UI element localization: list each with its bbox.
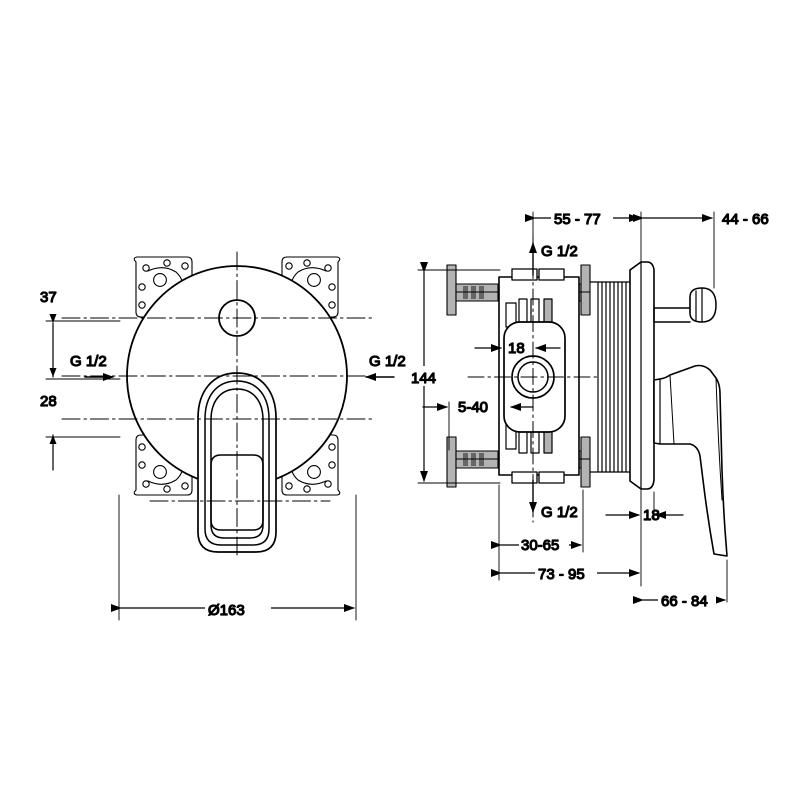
threaded-sleeve (589, 281, 631, 473)
side-view (446, 235, 728, 557)
side-inlet-bottom-label: G 1/2 (541, 504, 578, 521)
front-view (61, 251, 373, 559)
side-inlet-top-label: G 1/2 (541, 243, 578, 260)
dim-66-84-label: 66 - 84 (661, 593, 708, 610)
dim-30-65-label: 30-65 (521, 537, 559, 554)
dim-144-label: 144 (411, 370, 436, 387)
diverter-knob-side (653, 287, 717, 323)
front-view-dimensions: 37 28 G 1/2 G 1/2 Ø163 (39, 288, 406, 621)
lever-handle-side (653, 364, 728, 557)
side-view-centrelines (467, 235, 601, 523)
dim-28-label: 28 (40, 393, 57, 410)
dim-55-77-label: 55 - 77 (554, 211, 601, 228)
dim-18-plate-label: 18 (643, 507, 660, 524)
dim-diameter-label: Ø163 (208, 602, 245, 619)
escutcheon-plate-side (629, 261, 655, 490)
valve-body-rough-in (498, 268, 580, 484)
dim-18-cartridge-label: 18 (508, 340, 525, 357)
front-inlet-right-label: G 1/2 (369, 353, 406, 370)
front-view-centrelines (61, 251, 373, 559)
dim-37-label: 37 (40, 289, 57, 306)
dim-44-66-label: 44 - 66 (722, 211, 769, 228)
front-inlet-left-label: G 1/2 (70, 353, 107, 370)
dim-73-95-label: 73 - 95 (538, 566, 585, 583)
dim-5-40-label: 5-40 (458, 399, 488, 416)
side-view-dimensions: 55 - 77 44 - 66 144 18 5-40 G 1/2 G 1/2 (408, 208, 769, 611)
